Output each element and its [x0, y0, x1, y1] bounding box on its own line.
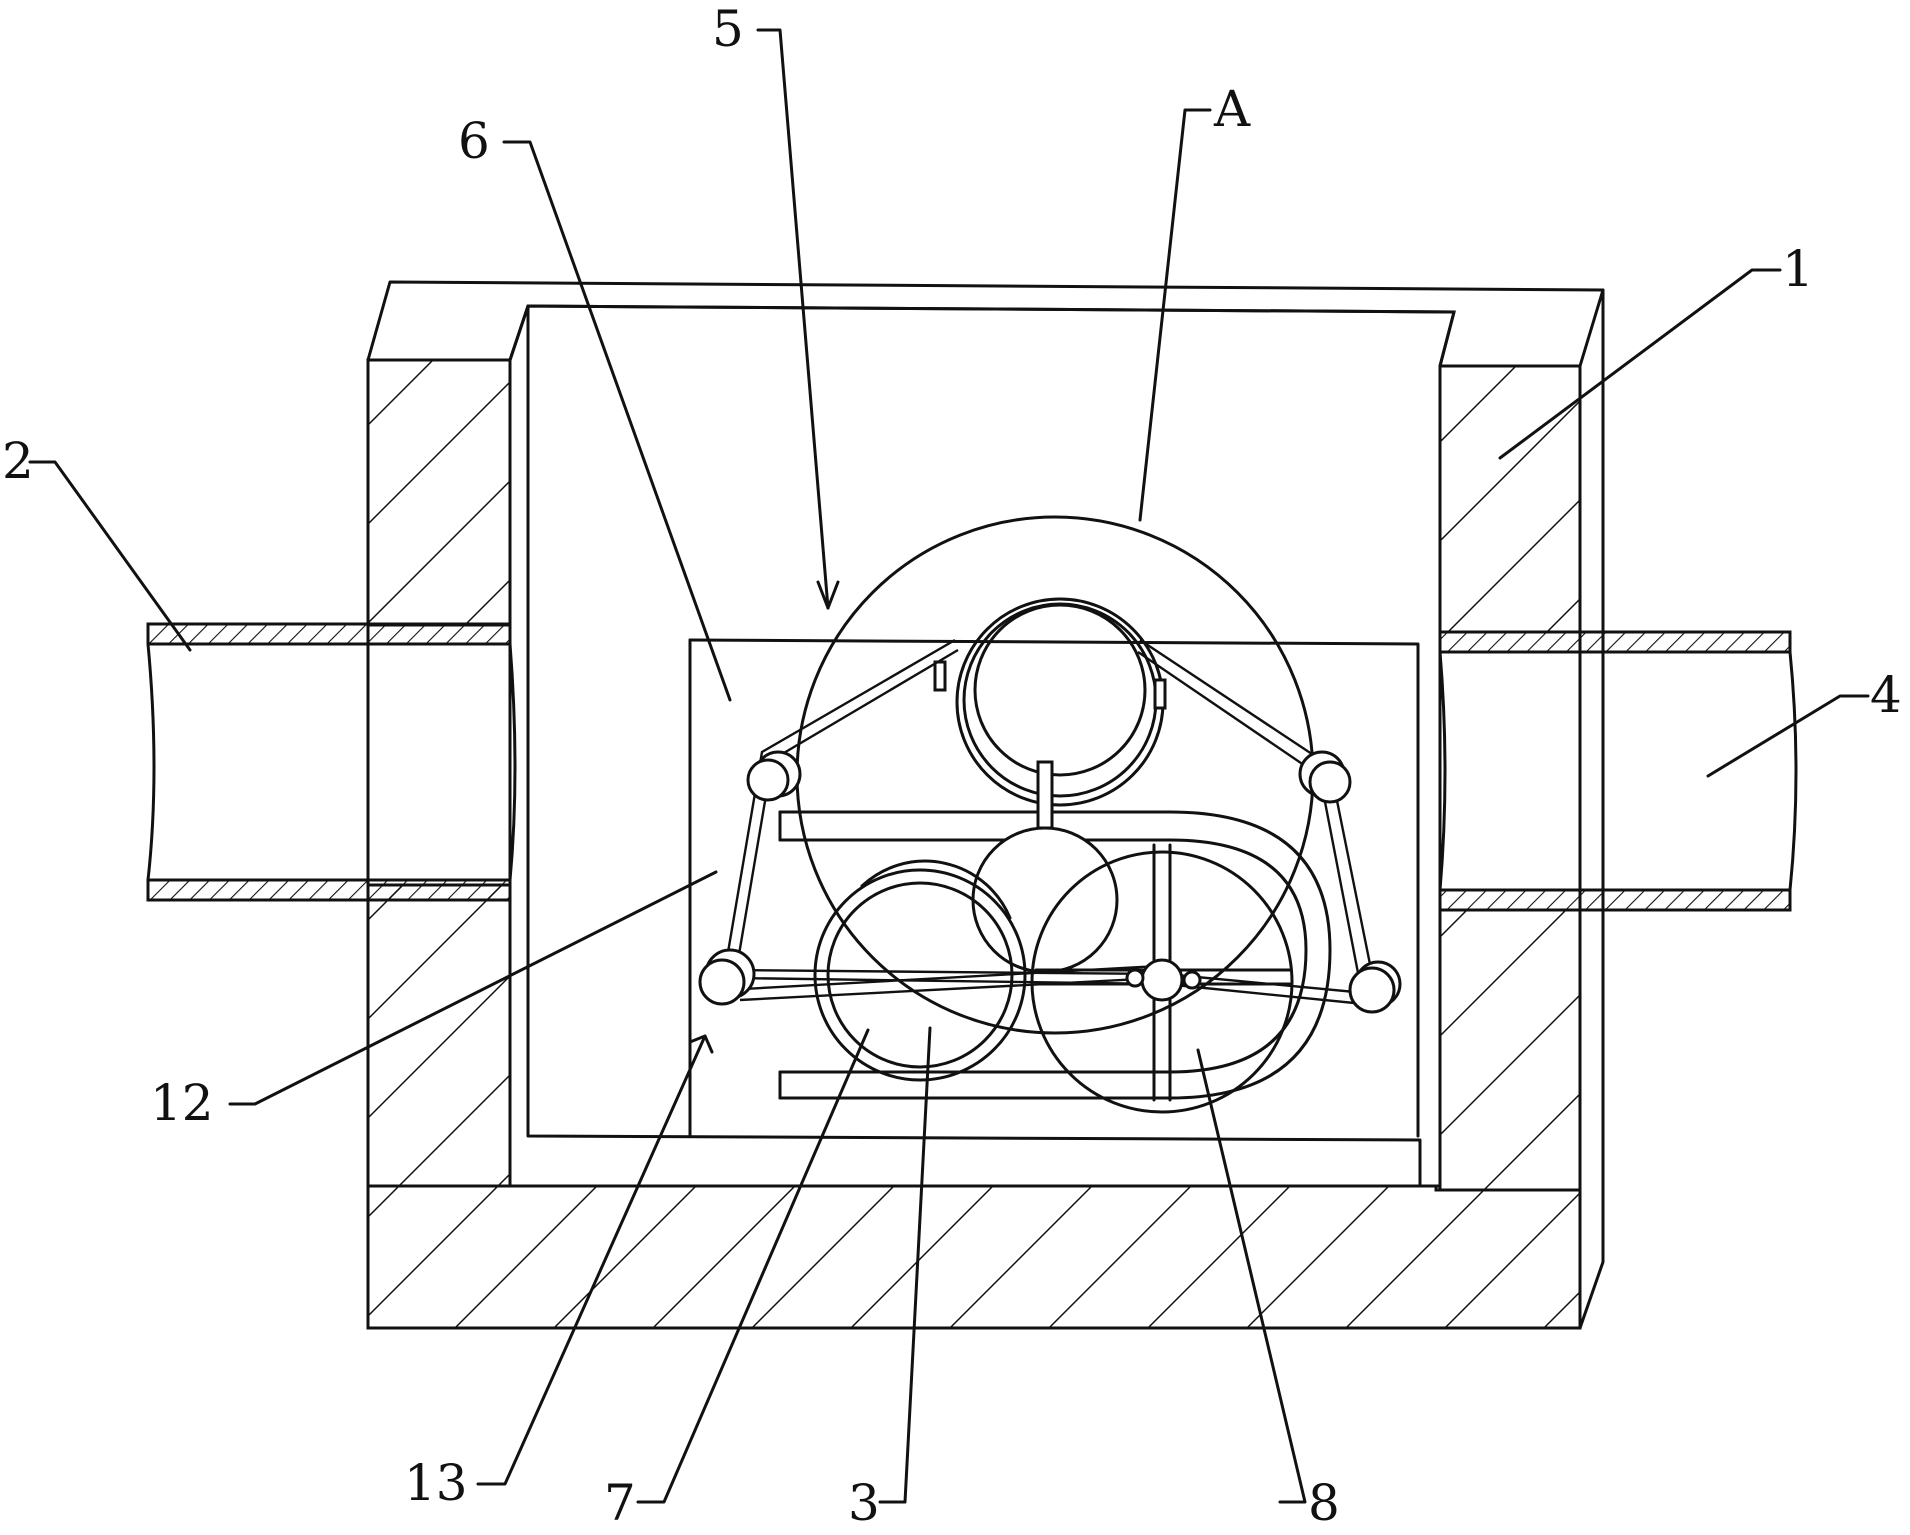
callout-6: 6	[458, 112, 490, 170]
housing-right-wall-lower	[1438, 908, 1582, 1192]
leader-lines	[28, 28, 1870, 1504]
housing-right-wall	[1438, 364, 1582, 634]
inner-box	[688, 638, 1420, 1138]
housing-left-wall	[366, 358, 512, 627]
callout-4: 4	[1870, 666, 1902, 724]
callout-2: 2	[2, 432, 34, 490]
callout-13: 13	[404, 1454, 468, 1512]
callout-7: 7	[604, 1474, 636, 1532]
callout-8: 8	[1308, 1474, 1340, 1532]
callout-a: A	[1213, 80, 1251, 138]
inlet-pipe	[146, 622, 517, 902]
callout-3: 3	[848, 1474, 880, 1532]
callout-1: 1	[1782, 240, 1814, 298]
outlet-pipe	[1438, 630, 1798, 912]
housing-bottom-wall	[366, 1184, 1582, 1330]
callout-5: 5	[712, 0, 744, 58]
guide-rail	[778, 810, 1332, 1100]
callout-12: 12	[150, 1074, 214, 1132]
idler-pulleys	[698, 750, 1402, 1014]
